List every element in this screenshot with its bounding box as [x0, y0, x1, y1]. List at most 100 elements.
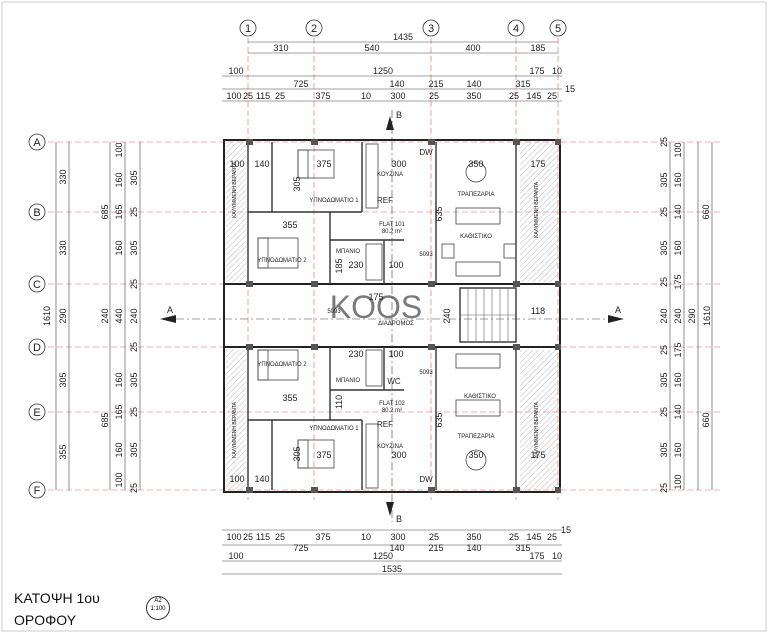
dim-right: 175: [673, 342, 683, 357]
dim-bottom: 15: [561, 525, 571, 535]
room-dim: 140: [254, 159, 269, 169]
veranda-left-upper: ΚΑΛΥΜΜΕΝΗ ΒΕΡΑΝΤΑ: [232, 161, 238, 218]
dim-bottom: 350: [466, 532, 481, 542]
room-dim: 140: [254, 474, 269, 484]
dim-right: 240: [673, 308, 683, 323]
dim-left: 440: [114, 308, 124, 323]
dim-left: 305: [129, 442, 139, 457]
dim-bottom: 25: [275, 532, 285, 542]
grid-row-b: B: [33, 207, 40, 219]
dim-top: 100: [226, 91, 241, 101]
dim-left: 240: [129, 308, 139, 323]
dim-left: 25: [129, 407, 139, 417]
room-dim: 305: [292, 176, 302, 191]
dim-right: 160: [673, 372, 683, 387]
room-bath-label: ΜΠΑΝΙΟ: [336, 249, 360, 255]
dim-left-total: 1610: [42, 306, 52, 326]
dim-left: 685: [100, 204, 110, 219]
room-dim: 175: [368, 292, 383, 302]
dim-left: 305: [129, 372, 139, 387]
door-code: 5093: [327, 309, 341, 315]
dim-left: 25: [129, 279, 139, 289]
dim-top: 25: [547, 91, 557, 101]
room-dim: 305: [292, 446, 302, 461]
dim-bottom: 215: [428, 543, 443, 553]
section-mark-b-bottom: B: [396, 514, 402, 524]
dim-bottom: 1250: [373, 551, 393, 561]
room-dim: 300: [391, 450, 406, 460]
dim-top: 300: [390, 91, 405, 101]
dim-top: 175: [529, 66, 544, 76]
dim-bottom: 100: [226, 532, 241, 542]
dim-left: 160: [114, 442, 124, 457]
dim-left: 355: [58, 444, 68, 459]
dim-bottom: 315: [515, 543, 530, 553]
dim-right: 25: [659, 207, 669, 217]
dim-bottom: 375: [315, 532, 330, 542]
grid-col-5: 5: [555, 23, 561, 35]
dim-left: 160: [114, 372, 124, 387]
dim-right: 25: [659, 407, 669, 417]
room-dim: 355: [282, 393, 297, 403]
dim-left: 165: [114, 404, 124, 419]
dim-bottom-total: 1535: [382, 564, 402, 574]
door-code: 5093: [419, 370, 433, 376]
flat102-name: FLAT 102: [379, 401, 405, 407]
dim-left: 160: [114, 240, 124, 255]
door-code: 5093: [419, 252, 433, 258]
dim-top: 400: [465, 43, 480, 53]
dim-right: 305: [659, 372, 669, 387]
dim-right-total: 1610: [702, 306, 712, 326]
dim-right: 25: [659, 277, 669, 287]
room-bed2-label: ΥΠΝΟΔΩΜΑΤΙΟ 2: [257, 258, 307, 264]
room-dim: 355: [282, 220, 297, 230]
dim-left: 685: [100, 412, 110, 427]
dim-bottom: 10: [552, 551, 562, 561]
room-dim: 375: [316, 450, 331, 460]
dim-left: 330: [58, 240, 68, 255]
grid-col-1: 1: [245, 23, 251, 35]
dw-label: DW: [419, 148, 433, 157]
dim-right: 660: [701, 412, 711, 427]
room-bed2-label-lower: ΥΠΝΟΔΩΜΑΤΙΟ 2: [257, 362, 307, 368]
grid-col-3: 3: [428, 23, 434, 35]
grid-row-d: D: [33, 342, 41, 354]
room-dim: 635: [434, 412, 444, 427]
dim-left: 290: [58, 308, 68, 323]
dim-left: 100: [114, 142, 124, 157]
section-mark-a-left: A: [167, 305, 173, 315]
room-kitchen-label-lower: ΚΟΥΖΙΝΑ: [377, 444, 403, 450]
dim-bottom: 10: [361, 532, 371, 542]
dim-bottom: 115: [256, 532, 270, 542]
dim-left: 25: [129, 207, 139, 217]
room-dim: 118: [531, 306, 545, 316]
ref-label-lower: REF: [377, 420, 393, 429]
dim-bottom: 145: [526, 532, 541, 542]
dim-bottom: 140: [389, 543, 404, 553]
dim-left: 330: [58, 169, 68, 184]
dim-bottom: 140: [466, 543, 481, 553]
dw-label-lower: DW: [419, 475, 433, 484]
dim-right: 160: [673, 172, 683, 187]
room-bed1-label-lower: ΥΠΝΟΔΩΜΑΤΙΟ 1: [309, 426, 359, 432]
dim-top: 315: [515, 79, 530, 89]
dim-bottom: 25: [243, 532, 253, 542]
room-dim: 175: [530, 450, 545, 460]
dim-bottom: 25: [509, 532, 519, 542]
dim-top: 145: [526, 91, 541, 101]
flat101-area: 80.2 m²: [382, 229, 402, 235]
dim-right: 160: [673, 240, 683, 255]
grid-row-a: A: [33, 137, 41, 149]
veranda-left-lower: ΚΑΛΥΜΜΕΝΗ ΒΕΡΑΝΤΑ: [232, 401, 238, 458]
grid-row-f: F: [34, 485, 41, 497]
dim-right: 305: [659, 442, 669, 457]
dim-right: 25: [659, 483, 669, 493]
dim-top: 15: [565, 84, 575, 94]
dim-bottom: 725: [293, 543, 308, 553]
dim-top: 540: [364, 43, 379, 53]
drawing-title-block: ΚΑΤΟΨΗ 1ου ΟΡΟΦΟΥ: [8, 590, 168, 630]
room-dim: 240: [442, 308, 452, 323]
dim-top: 725: [293, 79, 308, 89]
